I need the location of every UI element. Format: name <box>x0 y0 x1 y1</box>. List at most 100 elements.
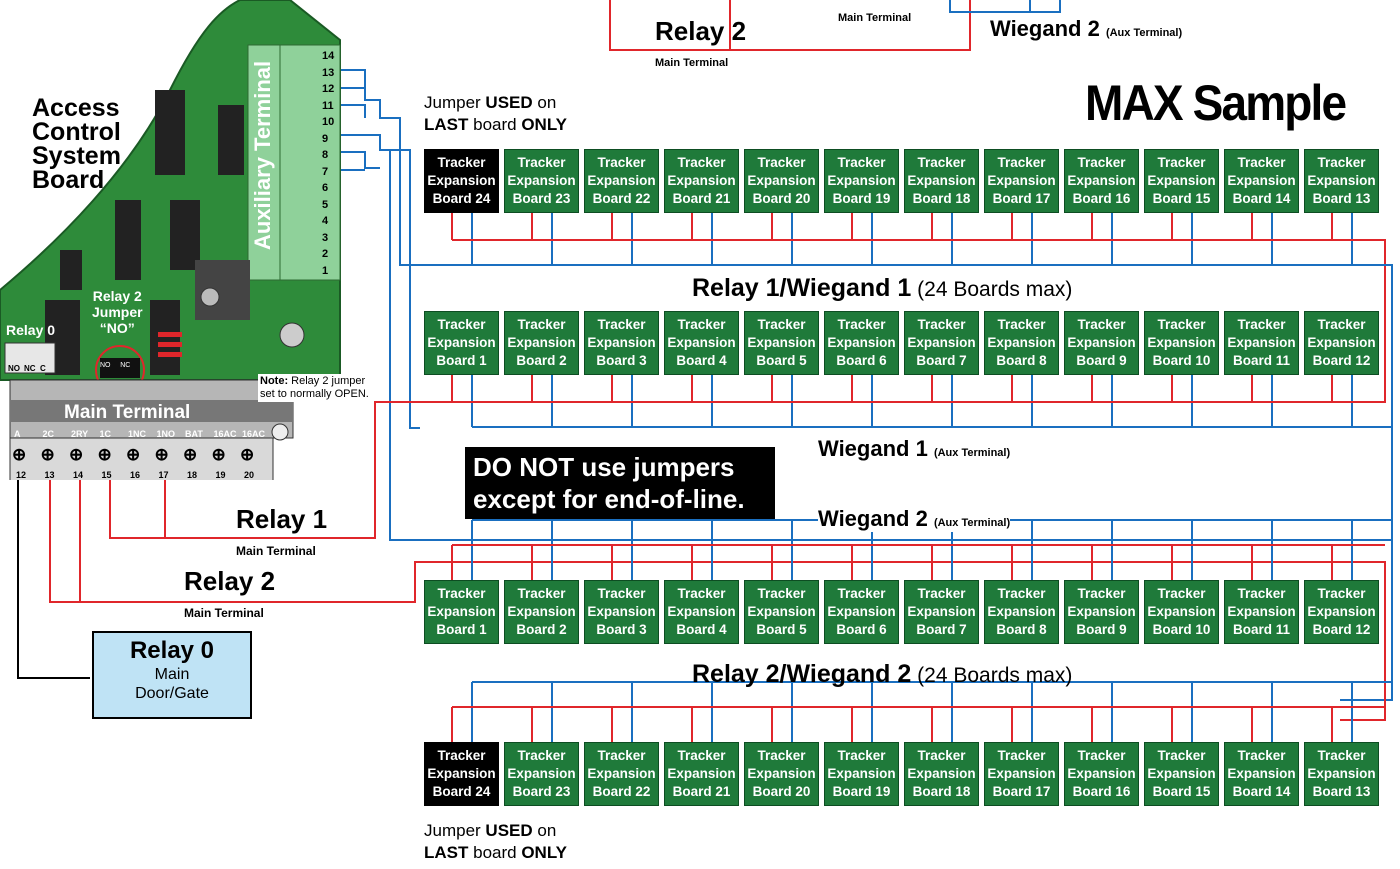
wiegand2-label: Wiegand 2 (Aux Terminal) <box>818 506 1011 532</box>
board-text: Expansion <box>747 604 816 619</box>
board-text: Expansion <box>587 766 656 781</box>
board-number: Board 13 <box>1312 191 1371 206</box>
main-terminal-number: 12 <box>16 470 27 480</box>
main-terminal-pin-label: 16AC <box>242 429 266 439</box>
board-text: Tracker <box>997 586 1046 601</box>
board-text: Tracker <box>597 586 646 601</box>
chips <box>45 90 250 375</box>
board-text: Tracker <box>597 155 646 170</box>
main-terminal-pin-label: 2RY <box>71 429 89 439</box>
board-text: Expansion <box>907 766 976 781</box>
board-text: Expansion <box>907 173 976 188</box>
board-number: Board 13 <box>1312 784 1371 799</box>
board-text: Expansion <box>587 335 656 350</box>
board-text: Tracker <box>677 748 726 763</box>
board-number: Board 11 <box>1232 622 1291 637</box>
aux-terminal-number: 11 <box>322 99 334 112</box>
board-number: Board 15 <box>1152 784 1211 799</box>
main-terminal-screw: ⊕ <box>40 445 55 464</box>
board-text: Tracker <box>597 748 646 763</box>
aux-terminal-number: 7 <box>322 165 329 178</box>
aux-blue-wire-3 <box>340 104 366 118</box>
board-number: Board 14 <box>1232 191 1291 206</box>
main-terminal-pin-label: 16AC <box>213 429 237 439</box>
board-number: Board 20 <box>752 191 811 206</box>
board-number: Board 23 <box>512 784 571 799</box>
jumper-note-top: Jumper USED on LAST board ONLY <box>424 93 567 134</box>
board-number: Board 2 <box>516 353 567 368</box>
board-text: Tracker <box>757 586 806 601</box>
main-terminal-screw: ⊕ <box>183 445 198 464</box>
board-number: Board 7 <box>916 622 967 637</box>
aux-terminal-number: 5 <box>322 198 329 211</box>
board-text: Tracker <box>1157 586 1206 601</box>
aux-terminal-number: 13 <box>322 66 335 79</box>
relay2-wiegand2-label: Relay 2/Wiegand 2 (24 Boards max) <box>692 660 1073 688</box>
board-text: Expansion <box>987 766 1056 781</box>
main-terminal-number: 20 <box>244 470 255 480</box>
board-text: Tracker <box>917 586 966 601</box>
board-number: Board 4 <box>676 353 727 368</box>
board-text: Tracker <box>1317 748 1366 763</box>
board-text: Tracker <box>1237 748 1286 763</box>
main-terminal-pin-label: 1NC <box>128 429 147 439</box>
board-text: Expansion <box>587 604 656 619</box>
board-text: Expansion <box>427 173 496 188</box>
board-number: Board 16 <box>1072 784 1131 799</box>
aux-terminal-number: 9 <box>322 132 329 145</box>
board-number: Board 22 <box>592 191 651 206</box>
board-text: Tracker <box>997 317 1046 332</box>
board-number: Board 21 <box>672 191 731 206</box>
board-text: Expansion <box>1307 766 1376 781</box>
board-text: Expansion <box>1227 335 1296 350</box>
board-text: Expansion <box>507 335 576 350</box>
aux-blue-wire-top <box>340 69 1393 540</box>
board-number: Board 11 <box>1232 353 1291 368</box>
relay0-pin-label: C <box>40 364 46 373</box>
board-text: Expansion <box>747 766 816 781</box>
board-text: Tracker <box>757 317 806 332</box>
board-number: Board 18 <box>912 191 971 206</box>
board-text: Expansion <box>1307 604 1376 619</box>
main-terminal-pin-label: A <box>14 429 21 439</box>
aux-terminal-number: 12 <box>322 83 335 95</box>
board-text: Tracker <box>1157 748 1206 763</box>
main-terminal-number: 19 <box>215 470 226 480</box>
top-relay2-label: Relay 2 <box>655 16 747 46</box>
board-text: Tracker <box>1317 155 1366 170</box>
board-number: Board 23 <box>512 191 571 206</box>
main-terminal-number: 18 <box>187 470 198 480</box>
relay0-door-box: Relay 0 Main Door/Gate <box>92 631 252 719</box>
board-number: Board 17 <box>992 784 1051 799</box>
board-text: Tracker <box>1077 586 1126 601</box>
board-text: Expansion <box>587 173 656 188</box>
board-number: Board 24 <box>432 191 491 206</box>
board-text: Expansion <box>667 173 736 188</box>
board-text: Expansion <box>1307 173 1376 188</box>
board-number: Board 9 <box>1076 622 1127 637</box>
board-text: Expansion <box>1227 173 1296 188</box>
